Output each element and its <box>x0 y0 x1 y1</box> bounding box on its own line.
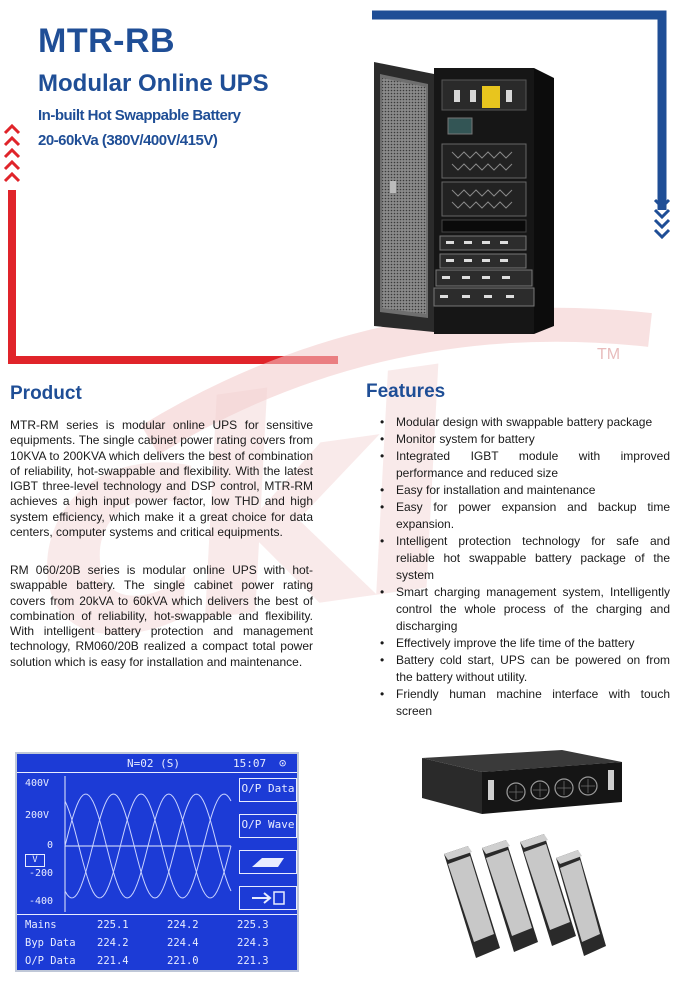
enter-arrow-icon <box>252 891 285 905</box>
model-title: MTR-RB <box>38 22 176 60</box>
lcd-unit-box: V <box>25 854 45 867</box>
lcd-y-label: 400V <box>25 778 50 789</box>
lcd-header-time: 15:07 <box>233 757 267 770</box>
feature-item: Easy for power expansion and backup time… <box>378 499 670 533</box>
feature-item: Effectively improve the life time of the… <box>378 635 670 652</box>
product-heading: Product <box>10 383 82 404</box>
features-list: Modular design with swappable battery pa… <box>378 414 670 720</box>
ups-cabinet-image <box>374 62 554 334</box>
back-arrow-icon <box>252 858 284 867</box>
feature-item: Smart charging management system, Intell… <box>378 584 670 635</box>
lcd-settings-icon[interactable]: ⊙ <box>279 756 287 770</box>
feature-item: Battery cold start, UPS can be powered o… <box>378 652 670 686</box>
lcd-screen: N=02 (S) 15:07 ⊙ 400V 200V 0 V -200 -400… <box>15 752 299 972</box>
feature-item: Integrated IGBT module with improved per… <box>378 448 670 482</box>
lcd-y-label: -200 <box>29 868 54 879</box>
features-heading: Features <box>366 381 446 402</box>
product-paragraph-2: RM 060/20B series is modular online UPS … <box>10 563 313 669</box>
trademark: TM <box>597 346 621 363</box>
feature-item: Modular design with swappable battery pa… <box>378 414 670 431</box>
rack-ups-image <box>422 750 622 814</box>
feature-item: Easy for installation and maintenance <box>378 482 670 499</box>
enter-button[interactable] <box>239 886 297 910</box>
lcd-y-label: 200V <box>25 810 50 821</box>
feature-item: Monitor system for battery <box>378 431 670 448</box>
lcd-header-status: N=02 (S) <box>127 757 180 770</box>
op-data-button[interactable]: O/P Data <box>239 778 297 802</box>
lcd-divider <box>17 914 297 915</box>
product-subtitle: Modular Online UPS <box>38 70 269 97</box>
battery-modules-image <box>444 834 606 958</box>
product-paragraph-1: MTR-RM series is modular online UPS for … <box>10 418 313 540</box>
feature-item: Friendly human machine interface with to… <box>378 686 670 720</box>
tagline-battery: In-built Hot Swappable Battery <box>38 107 241 124</box>
lcd-header-bar <box>17 754 297 773</box>
back-arrow-button[interactable] <box>239 850 297 874</box>
lcd-y-label: 0 <box>47 840 54 851</box>
op-wave-button[interactable]: O/P Wave <box>239 814 297 838</box>
lcd-waveform <box>64 776 232 912</box>
lcd-y-label: -400 <box>29 896 54 907</box>
feature-item: Intelligent protection technology for sa… <box>378 533 670 584</box>
tagline-rating: 20-60kVa (380V/400V/415V) <box>38 132 218 149</box>
